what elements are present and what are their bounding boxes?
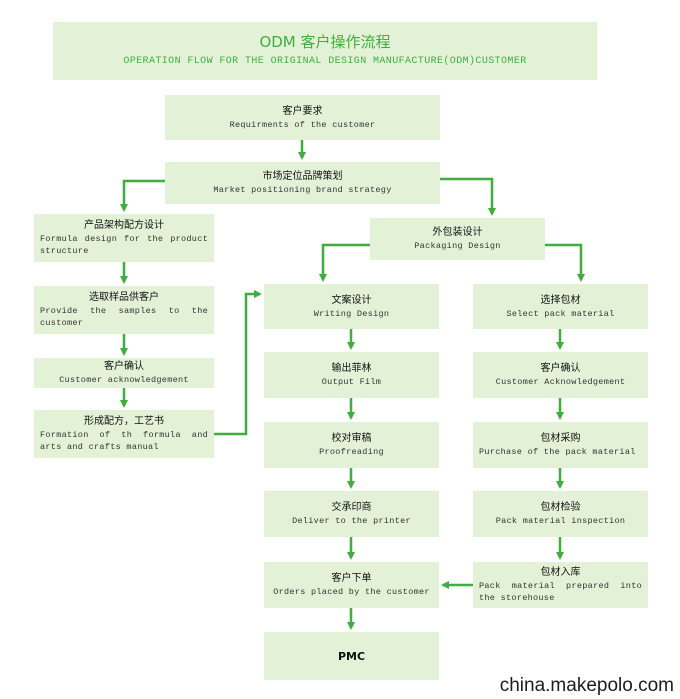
node-en: Pack material inspection: [495, 516, 626, 526]
node-inspection: 包材检验 Pack material inspection: [473, 491, 648, 537]
node-confirm-left: 客户确认 Customer acknowledgement: [34, 358, 214, 388]
node-cn: 校对审稿: [331, 433, 372, 444]
node-cn: 产品架构配方设计: [84, 220, 164, 231]
node-en: Customer acknowledgement: [59, 375, 189, 385]
node-en: Writing Design: [313, 308, 390, 319]
node-cn: 包材入库: [540, 567, 581, 578]
node-cn: 外包装设计: [432, 227, 483, 238]
node-en: Pack material prepared into the storehou…: [479, 581, 642, 603]
node-cn: 客户确认: [104, 361, 144, 372]
node-writing: 文案设计 Writing Design: [264, 284, 439, 329]
arrow-packaging-writing: [319, 243, 370, 282]
node-film: 输出菲林 Output Film: [264, 352, 439, 398]
node-samples: 选取样品供客户 Provide the samples to the custo…: [34, 286, 214, 334]
node-formation: 形成配方，工艺书 Formation of th formula and art…: [34, 410, 214, 458]
node-en: Proofreading: [319, 447, 384, 457]
node-cn: 形成配方，工艺书: [84, 416, 164, 427]
node-en: Requirments of the customer: [229, 119, 376, 130]
node-cn: 交承印商: [331, 502, 372, 513]
node-pmc: PMC: [264, 632, 439, 680]
node-cn: 客户要求: [282, 105, 323, 117]
node-cn: PMC: [337, 649, 366, 663]
arrow-market-packaging: [440, 177, 496, 216]
node-cn: 市场定位品牌策划: [262, 171, 343, 182]
title-en: OPERATION FLOW FOR THE ORIGINAL DESIGN M…: [123, 56, 527, 67]
node-purchase: 包材采购 Purchase of the pack material: [473, 422, 648, 468]
node-market: 市场定位品牌策划 Market positioning brand strate…: [165, 162, 440, 204]
node-cn: 包材采购: [540, 433, 581, 444]
title-box: ODM 客户操作流程 OPERATION FLOW FOR THE ORIGIN…: [53, 22, 597, 80]
node-storehouse: 包材入库 Pack material prepared into the sto…: [473, 562, 648, 608]
node-en: Select pack material: [506, 308, 615, 319]
node-en: Formula design for the product structure: [40, 234, 208, 256]
node-printer: 交承印商 Deliver to the printer: [264, 491, 439, 537]
node-packaging: 外包装设计 Packaging Design: [370, 218, 545, 260]
node-confirm-right: 客户确认 Customer Acknowledgement: [473, 352, 648, 398]
node-en: Deliver to the printer: [292, 516, 411, 526]
node-cn: 客户确认: [540, 363, 581, 374]
node-en: Purchase of the pack material: [479, 447, 636, 457]
node-cn: 选择包材: [540, 294, 581, 306]
title-cn: ODM 客户操作流程: [259, 33, 391, 51]
node-en: Formation of th formula and arts and cra…: [40, 430, 208, 452]
node-cn: 包材检验: [540, 502, 581, 513]
node-en: Customer Acknowledgement: [495, 377, 626, 387]
node-en: Orders placed by the customer: [273, 587, 430, 597]
node-formula: 产品架构配方设计 Formula design for the product …: [34, 214, 214, 262]
node-cn: 客户下单: [331, 573, 372, 584]
node-cn: 输出菲林: [331, 363, 372, 374]
node-requirements: 客户要求 Requirments of the customer: [165, 95, 440, 140]
node-cn: 选取样品供客户: [89, 292, 159, 303]
node-en: Market positioning brand strategy: [213, 185, 392, 195]
node-cn: 文案设计: [331, 294, 372, 306]
node-proof: 校对审稿 Proofreading: [264, 422, 439, 468]
node-en: Provide the samples to the customer: [40, 306, 208, 328]
arrow-formation-writing: [214, 290, 262, 436]
node-select-pack: 选择包材 Select pack material: [473, 284, 648, 329]
node-orders: 客户下单 Orders placed by the customer: [264, 562, 439, 608]
watermark: china.makepolo.com: [499, 675, 674, 696]
arrow-packaging-select: [545, 243, 585, 282]
node-en: Output Film: [321, 377, 382, 387]
arrow-market-formula: [120, 179, 165, 212]
node-en: Packaging Design: [414, 241, 501, 251]
